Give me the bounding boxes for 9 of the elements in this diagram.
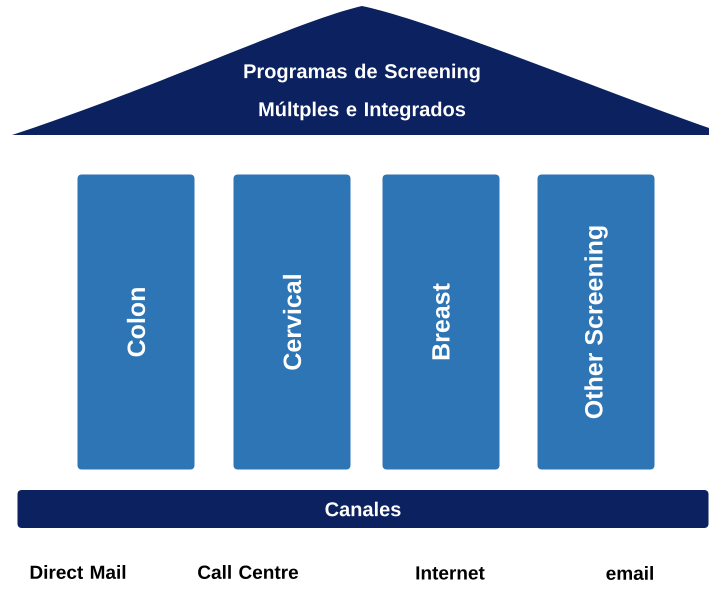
pillar-box: Other Screening	[538, 174, 654, 470]
channel-label: Call Centre	[198, 565, 298, 579]
pillar-box: Breast	[382, 174, 500, 470]
channel-label: Internet	[416, 566, 485, 580]
channel-label: Direct Mail	[30, 565, 126, 579]
channel-label: email	[606, 566, 653, 580]
pillar-box: Colon	[78, 174, 194, 470]
pillar-box: Cervical	[234, 174, 350, 470]
base-band: Canales	[18, 490, 708, 528]
